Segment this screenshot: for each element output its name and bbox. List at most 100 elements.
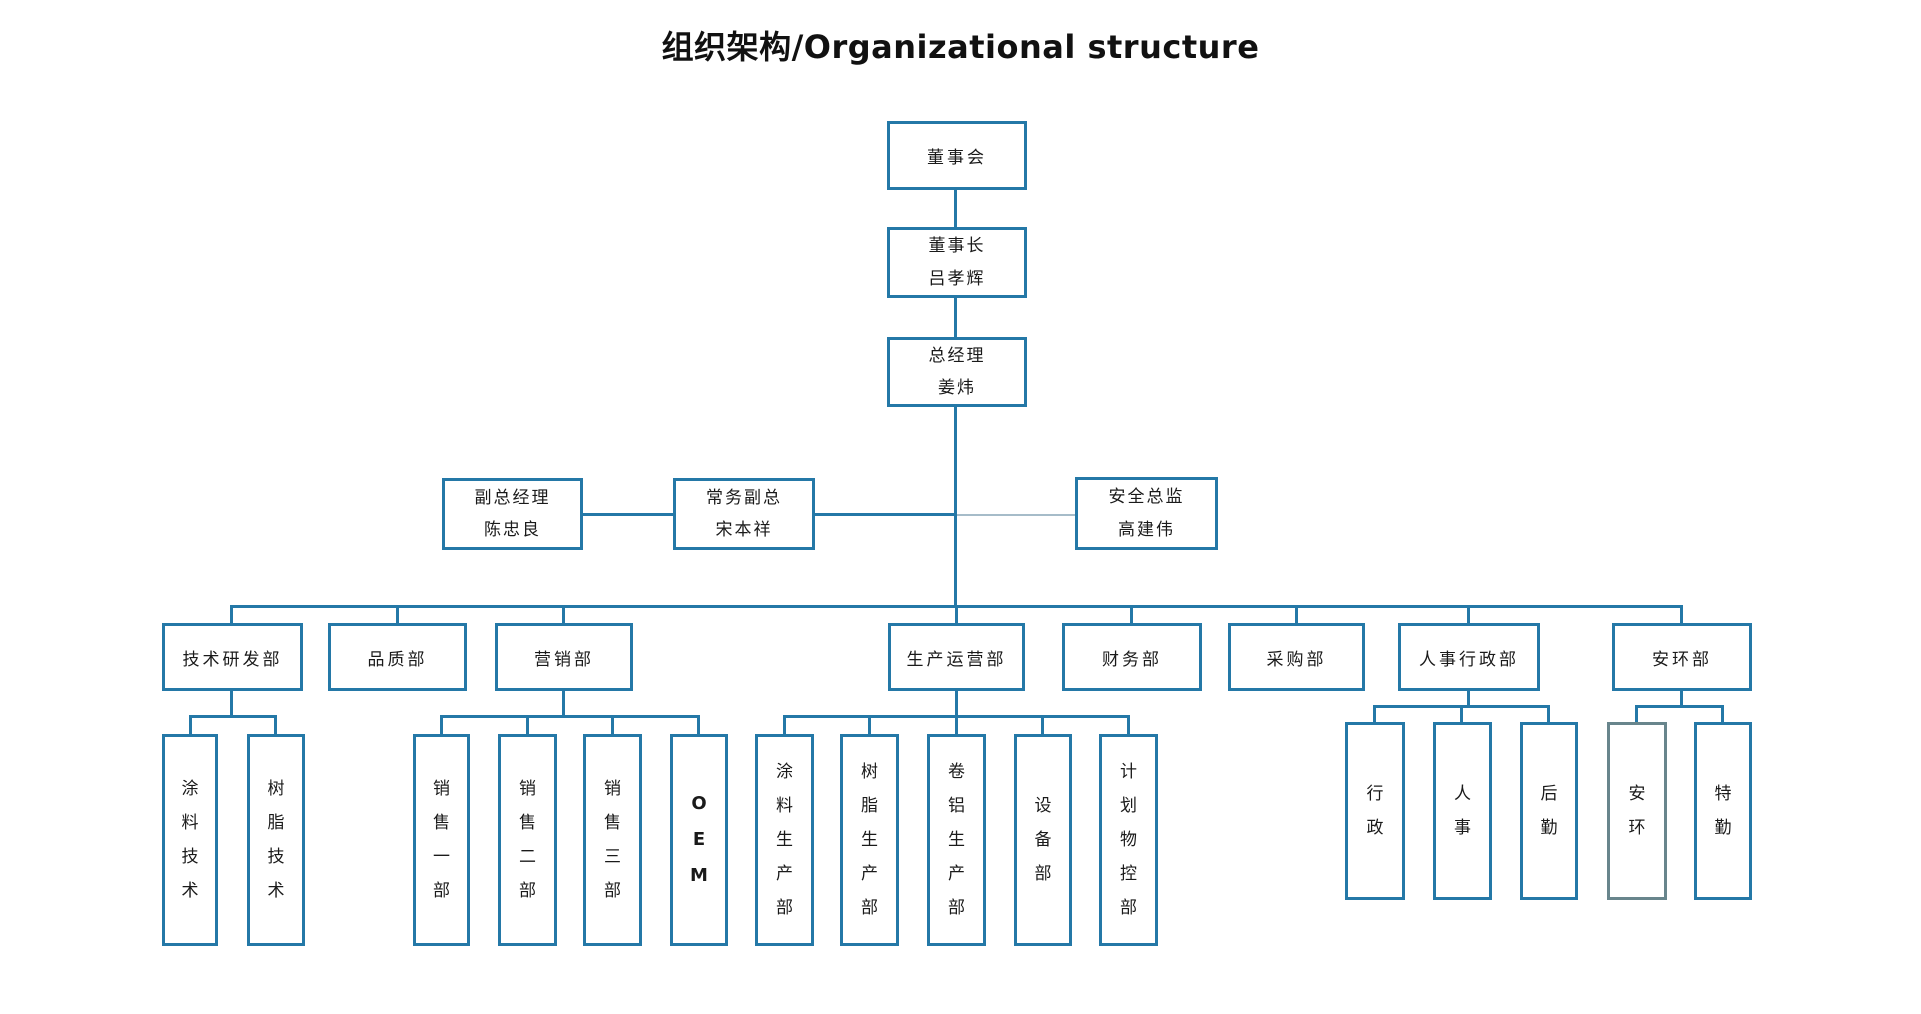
dept-label: 技术研发部 [182, 649, 283, 670]
connector-line [526, 715, 529, 735]
team-label: 卷铝生产部 [948, 762, 965, 918]
team-label: 涂料技术 [181, 779, 199, 901]
connector-line [815, 513, 956, 516]
team-label: 人事 [1454, 784, 1471, 838]
connector-line [955, 605, 958, 623]
connector-line [1467, 691, 1470, 707]
team-resin-tech: 树脂技术 [247, 734, 305, 946]
connector-line [957, 514, 1075, 516]
team-sales-2: 销售二部 [498, 734, 557, 946]
team-label: 销售二部 [519, 779, 536, 901]
connector-line [1635, 705, 1638, 723]
dept-label: 安环部 [1652, 649, 1712, 670]
dept-safety-env: 安环部 [1612, 623, 1752, 691]
team-label: OEM [690, 793, 708, 886]
node-safety-director: 安全总监 高建伟 [1075, 477, 1218, 550]
node-person: 宋本祥 [715, 520, 773, 540]
team-logistics: 后勤 [1520, 722, 1578, 900]
dept-finance: 财务部 [1062, 623, 1202, 691]
dept-quality: 品质部 [328, 623, 467, 691]
connector-line [1680, 691, 1683, 707]
connector-line [868, 715, 871, 735]
team-coil-aluminum-production: 卷铝生产部 [927, 734, 986, 946]
team-sales-3: 销售三部 [583, 734, 642, 946]
team-label: 树脂技术 [267, 779, 285, 901]
connector-line [1295, 605, 1298, 623]
node-person: 吕孝辉 [928, 268, 986, 289]
node-role: 安全总监 [1108, 487, 1185, 508]
team-label: 设备部 [1034, 796, 1052, 884]
dept-tech-rd: 技术研发部 [162, 623, 303, 691]
connector-line [1721, 705, 1724, 723]
node-person: 姜炜 [938, 378, 976, 398]
connector-line [954, 407, 957, 607]
team-hr: 人事 [1433, 722, 1492, 900]
node-person: 高建伟 [1118, 519, 1175, 540]
connector-line [562, 605, 565, 623]
connector-line [611, 715, 614, 735]
connector-line [1467, 605, 1470, 623]
team-label: 涂料生产部 [776, 762, 793, 918]
node-role: 副总经理 [474, 487, 551, 508]
dept-hr-admin: 人事行政部 [1398, 623, 1540, 691]
connector-line [1547, 705, 1550, 723]
connector-line [230, 605, 233, 623]
node-chairman: 董事长 吕孝辉 [887, 227, 1027, 298]
dept-production: 生产运营部 [888, 623, 1025, 691]
dept-procurement: 采购部 [1228, 623, 1365, 691]
connector-line [1635, 705, 1724, 708]
connector-line [697, 715, 700, 735]
connector-line [783, 715, 786, 735]
team-planning-material-control: 计划物控部 [1099, 734, 1158, 946]
connector-line [1127, 715, 1130, 735]
team-label: 特勤 [1714, 784, 1732, 838]
node-role: 常务副总 [706, 487, 782, 508]
team-special-duty: 特勤 [1694, 722, 1752, 900]
connector-line [955, 691, 958, 737]
connector-line [189, 715, 277, 718]
team-label: 树脂生产部 [861, 762, 878, 918]
dept-label: 生产运营部 [906, 649, 1007, 670]
connector-line [230, 691, 233, 717]
node-role: 总经理 [928, 345, 986, 366]
team-administration: 行政 [1345, 722, 1405, 900]
connector-line [274, 715, 277, 735]
node-deputy-gm: 副总经理 陈忠良 [442, 478, 583, 550]
page-title: 组织架构/Organizational structure [661, 28, 1260, 66]
connector-line [954, 298, 957, 337]
dept-marketing: 营销部 [495, 623, 633, 691]
team-resin-production: 树脂生产部 [840, 734, 899, 946]
connector-line [954, 190, 957, 227]
connector-line [1130, 605, 1133, 623]
connector-line [1460, 705, 1463, 723]
team-label: 销售一部 [433, 779, 450, 901]
node-board: 董事会 [887, 121, 1027, 190]
dept-label: 人事行政部 [1419, 649, 1519, 670]
connector-line [440, 715, 443, 735]
node-person: 陈忠良 [484, 520, 541, 540]
dept-label: 采购部 [1266, 649, 1327, 670]
node-general-manager: 总经理 姜炜 [887, 337, 1027, 407]
connector-line [562, 691, 565, 717]
dept-label: 营销部 [534, 649, 594, 670]
team-label: 安环 [1628, 784, 1646, 838]
team-sales-1: 销售一部 [413, 734, 470, 946]
team-equipment: 设备部 [1014, 734, 1072, 946]
connector-line [583, 513, 673, 516]
node-role: 董事长 [928, 236, 986, 257]
team-coating-tech: 涂料技术 [162, 734, 218, 946]
team-safety-environment: 安环 [1607, 722, 1667, 900]
team-label: 计划物控部 [1120, 762, 1137, 918]
team-coating-production: 涂料生产部 [755, 734, 814, 946]
connector-line [1041, 715, 1044, 735]
connector-line [1680, 605, 1683, 623]
team-oem: OEM [670, 734, 728, 946]
node-label: 董事会 [927, 148, 987, 168]
node-executive-deputy: 常务副总 宋本祥 [673, 478, 815, 550]
connector-line [440, 715, 700, 718]
dept-label: 品质部 [367, 649, 428, 670]
connector-line [396, 605, 399, 623]
connector-line [189, 715, 192, 735]
team-label: 销售三部 [604, 779, 621, 901]
